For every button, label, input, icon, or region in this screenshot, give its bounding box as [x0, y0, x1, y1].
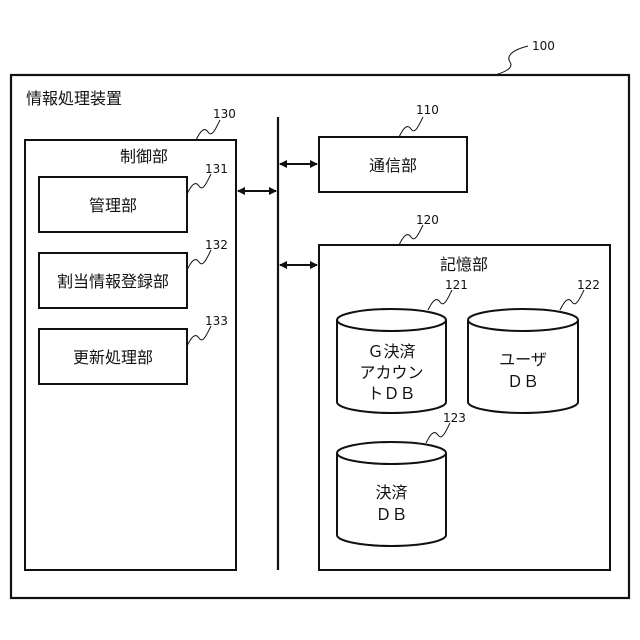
ref-number-133: 133: [205, 314, 228, 328]
database-cylinder-user: ユーザ ＤＢ 122: [468, 278, 600, 413]
leader-line-133: [187, 326, 211, 346]
ref-number-110: 110: [416, 103, 439, 117]
control-unit: 制御部 130 管理部 131 割当情報登録部 132 更新処理部 133: [25, 107, 236, 570]
management-unit-label: 管理部: [89, 196, 137, 215]
allocation-info-registration-unit-label: 割当情報登録部: [57, 272, 169, 291]
leader-line-122: [560, 290, 584, 310]
db-label-121-line3: トＤＢ: [367, 384, 415, 403]
ref-number-131: 131: [205, 162, 228, 176]
leader-line-132: [187, 250, 211, 270]
leader-line-130: [196, 120, 220, 140]
ref-number-122: 122: [577, 278, 600, 292]
database-cylinder-g-payment-account: Ｇ決済 アカウン トＤＢ 121: [337, 278, 468, 413]
ref-number-130: 130: [213, 107, 236, 121]
ref-number-100: 100: [532, 39, 555, 53]
communication-unit-label: 通信部: [369, 156, 417, 175]
cylinder-top-121: [337, 309, 446, 331]
ref-number-121: 121: [445, 278, 468, 292]
leader-line-131: [187, 174, 211, 194]
db-label-123-line2: ＤＢ: [375, 505, 407, 524]
db-label-122-line1: ユーザ: [499, 350, 547, 369]
ref-number-120: 120: [416, 213, 439, 227]
leader-line-123: [426, 423, 450, 443]
db-label-121-line1: Ｇ決済: [367, 342, 415, 361]
storage-unit-label: 記憶部: [440, 255, 488, 274]
leader-line-120: [399, 225, 423, 245]
cylinder-top-122: [468, 309, 578, 331]
ref-number-123: 123: [443, 411, 466, 425]
db-label-122-line2: ＤＢ: [507, 372, 539, 391]
storage-unit: 記憶部 120 Ｇ決済 アカウン トＤＢ 121 ユーザ ＤＢ 122 決済: [319, 213, 610, 570]
communication-unit: 通信部 110: [319, 103, 467, 192]
db-label-123-line1: 決済: [375, 483, 407, 502]
update-processing-unit-label: 更新処理部: [73, 348, 153, 367]
leader-line-100: [495, 46, 528, 75]
device-title: 情報処理装置: [26, 89, 122, 108]
database-cylinder-payment: 決済 ＤＢ 123: [337, 411, 466, 546]
cylinder-top-123: [337, 442, 446, 464]
leader-line-121: [428, 290, 452, 310]
leader-line-110: [399, 117, 423, 137]
ref-number-132: 132: [205, 238, 228, 252]
db-label-121-line2: アカウン: [359, 363, 423, 382]
control-unit-label: 制御部: [120, 147, 168, 166]
